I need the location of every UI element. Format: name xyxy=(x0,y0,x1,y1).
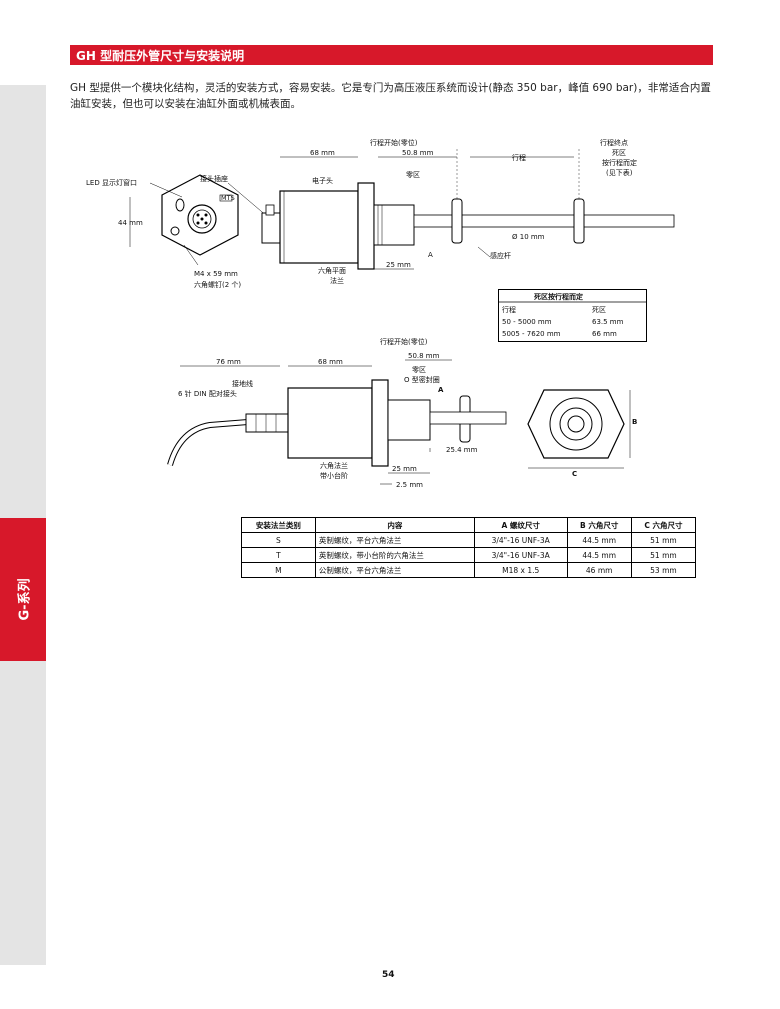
dim-68: 68 mm xyxy=(310,149,335,157)
cell-a: 3/4"-16 UNF-3A xyxy=(473,532,568,548)
o-ring-label: O 型密封圈 xyxy=(404,375,440,384)
dzt-header-dead: 死区 xyxy=(592,306,606,314)
label-b: B xyxy=(632,418,637,426)
cell-type: T xyxy=(241,547,316,563)
dead-zone-label: 死区 xyxy=(612,149,626,157)
electronic-head-label: 电子头 xyxy=(312,176,333,185)
section-tab-label: G-系列 xyxy=(17,578,33,621)
label-a-2: A xyxy=(438,386,444,394)
label-a-top: A xyxy=(428,251,433,259)
screw-size: M4 x 59 mm xyxy=(194,270,238,278)
dzt-row2-dead: 66 mm xyxy=(592,330,617,338)
th-flange-type: 安装法兰类别 xyxy=(241,517,316,533)
dim-25-4: 25.4 mm xyxy=(446,446,478,454)
table-row: S 英制螺纹，平台六角法兰 3/4"-16 UNF-3A 44.5 mm 51 … xyxy=(241,532,697,548)
dim-50-8-2: 50.8 mm xyxy=(408,352,440,360)
mts-logo: MTS xyxy=(221,194,235,202)
th-b-hex: B 六角尺寸 xyxy=(566,517,632,533)
sensing-rod-top xyxy=(413,214,675,228)
cell-a: M18 x 1.5 xyxy=(473,562,568,578)
th-content: 内容 xyxy=(314,517,475,533)
dim-50-8: 50.8 mm xyxy=(402,149,434,157)
screw-desc: 六角螺钉(2 个) xyxy=(194,280,241,289)
dead-zone-note: 按行程而定 xyxy=(602,158,637,167)
page-number: 54 xyxy=(382,970,395,980)
see-table: (见下表) xyxy=(606,168,633,177)
dim-25-b: 25 mm xyxy=(392,465,417,473)
ground-wire-label: 接地线 xyxy=(232,379,253,388)
diagram-bottom: 行程开始(零位) 50.8 mm 零区 O 型密封圈 A 76 mm 68 mm… xyxy=(167,337,637,489)
diagram-top: MTS LED 显示灯窗口 44 mm M4 x 59 mm 六角螺钉(2 个)… xyxy=(86,138,675,289)
cell-type: M xyxy=(241,562,316,578)
dzt-row1-stroke: 50 - 5000 mm xyxy=(502,318,552,326)
page-title: GH 型耐压外管尺寸与安装说明 xyxy=(76,49,245,63)
cell-b: 44.5 mm xyxy=(566,532,632,548)
connector-socket-label: 接头插座 xyxy=(200,174,228,183)
head-body-2 xyxy=(287,387,373,459)
rod-dia: Ø 10 mm xyxy=(512,233,545,241)
dim-44: 44 mm xyxy=(118,219,143,227)
flange-table: 安装法兰类别 内容 A 螺纹尺寸 B 六角尺寸 C 六角尺寸 S 英制螺纹，平台… xyxy=(241,517,697,578)
cell-content: 英制螺纹，带小台阶的六角法兰 xyxy=(314,547,475,563)
dim-68-2: 68 mm xyxy=(318,358,343,366)
label-c: C xyxy=(572,470,577,478)
sensing-rod-label: 感应杆 xyxy=(490,251,511,260)
cell-content: 公制螺纹，平台六角法兰 xyxy=(314,562,475,578)
table-row: T 英制螺纹，带小台阶的六角法兰 3/4"-16 UNF-3A 44.5 mm … xyxy=(241,547,697,563)
cell-c: 51 mm xyxy=(630,532,697,548)
cell-b: 46 mm xyxy=(566,562,632,578)
stroke-label: 行程 xyxy=(512,153,526,162)
hex-flat-label: 六角平面 xyxy=(318,266,346,275)
null-zone-label: 零区 xyxy=(406,171,420,179)
cell-c: 53 mm xyxy=(630,562,697,578)
table-row: M 公制螺纹，平台六角法兰 M18 x 1.5 46 mm 53 mm xyxy=(241,562,697,578)
dzt-row1-dead: 63.5 mm xyxy=(592,318,624,326)
cell-content: 英制螺纹，平台六角法兰 xyxy=(314,532,475,548)
sensing-rod-bottom xyxy=(429,411,507,425)
dim-2-5: 2.5 mm xyxy=(396,481,423,489)
dim-25: 25 mm xyxy=(386,261,411,269)
dead-zone-table: 死区按行程而定 行程 死区 50 - 5000 mm 63.5 mm 5005 … xyxy=(498,289,647,342)
dzt-header-stroke: 行程 xyxy=(502,305,516,314)
null-zone-2: 零区 xyxy=(412,366,426,374)
intro-paragraph: GH 型提供一个模块化结构，灵活的安装方式，容易安装。它是专门为高压液压系统而设… xyxy=(70,82,711,110)
dzt-row2-stroke: 5005 - 7620 mm xyxy=(502,330,561,338)
section-tab[interactable] xyxy=(0,518,46,661)
title-bar xyxy=(70,45,713,65)
cell-a: 3/4"-16 UNF-3A xyxy=(473,547,568,563)
dim-76: 76 mm xyxy=(216,358,241,366)
flange-table-header: 安装法兰类别 内容 A 螺纹尺寸 B 六角尺寸 C 六角尺寸 xyxy=(241,517,697,533)
cell-b: 44.5 mm xyxy=(566,547,632,563)
din-connector-label: 6 针 DIN 配对接头 xyxy=(178,389,237,398)
cell-type: S xyxy=(241,532,316,548)
th-a-thread: A 螺纹尺寸 xyxy=(473,517,568,533)
dead-zone-table-title: 死区按行程而定 xyxy=(533,292,583,301)
flange-label: 法兰 xyxy=(330,276,344,285)
hex-flange-label: 六角法兰 xyxy=(320,461,348,470)
stroke-start-label: 行程开始(零位) xyxy=(370,138,418,147)
stroke-start-label-2: 行程开始(零位) xyxy=(380,337,428,346)
electronic-head-body xyxy=(279,190,359,264)
th-c-hex: C 六角尺寸 xyxy=(630,517,697,533)
cell-c: 51 mm xyxy=(630,547,697,563)
with-step-label: 带小台阶 xyxy=(320,471,348,480)
led-window-label: LED 显示灯窗口 xyxy=(86,178,137,187)
stroke-end-label: 行程终点 xyxy=(600,138,628,147)
